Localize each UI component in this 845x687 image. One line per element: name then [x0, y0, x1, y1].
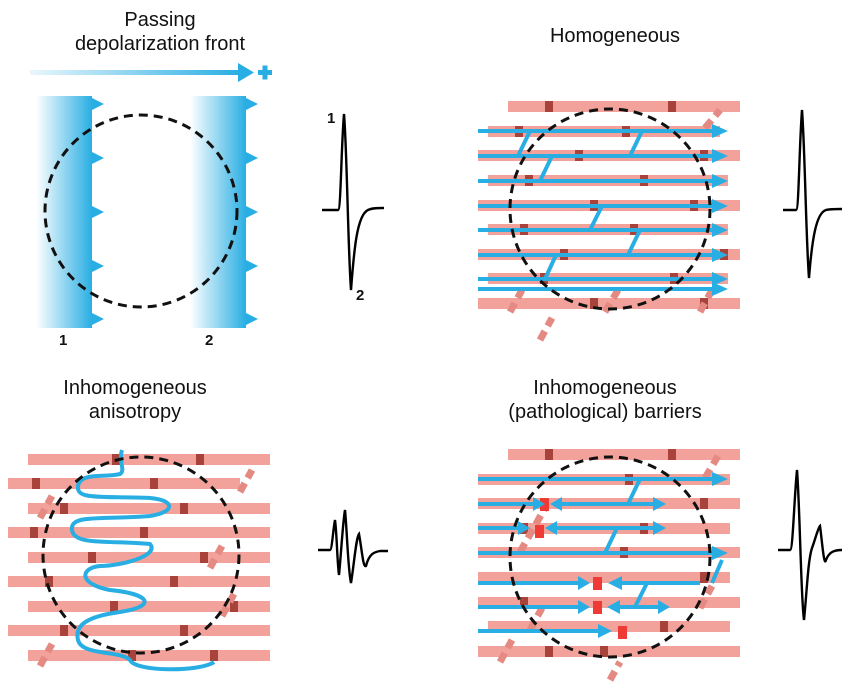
egm-trace-passing — [322, 113, 385, 291]
panel-anisotropy — [8, 449, 388, 672]
title-passing-line2: depolarization front — [74, 33, 246, 55]
title-anisotropy-line2: anisotropy — [88, 401, 182, 423]
panel-homogeneous — [478, 101, 843, 342]
recording-area-circle — [41, 455, 241, 655]
recording-area-circle — [508, 455, 712, 659]
title-barriers-line1: Inhomogeneous — [533, 377, 677, 399]
panel-passing-front: 1 2 1 2 — [30, 63, 385, 349]
barrier-blocks — [535, 498, 627, 639]
diagonal-connections — [496, 454, 722, 682]
title-pathological-barriers: Inhomogeneous (pathological) barriers — [470, 376, 740, 424]
title-homogeneous-line1: Homogeneous — [549, 25, 681, 47]
propagation-arrow-icon — [30, 63, 254, 82]
conduction-paths — [478, 124, 728, 296]
title-anisotropy-line1: Inhomogeneous — [63, 377, 207, 399]
egm-trace-barriers — [778, 469, 843, 621]
diagonal-connections — [36, 468, 256, 668]
zigzag-conduction-path — [70, 449, 216, 672]
trace-label-1: 1 — [327, 110, 335, 127]
wavefront-arrowheads — [92, 98, 258, 325]
recording-area-circle — [43, 113, 239, 309]
recording-area-circle — [508, 107, 712, 311]
egm-trace-homogeneous — [783, 109, 843, 279]
title-barriers-line2: (pathological) barriers — [508, 401, 702, 423]
title-inhomogeneous-anisotropy: Inhomogeneous anisotropy — [20, 376, 250, 424]
egm-trace-anisotropy — [318, 509, 388, 584]
conduction-paths — [478, 472, 728, 638]
plus-icon — [258, 65, 272, 80]
front-label-1: 1 — [59, 332, 67, 349]
title-passing-front: Passing depolarization front — [30, 8, 290, 56]
gap-junctions — [30, 454, 238, 661]
front-label-2: 2 — [205, 332, 213, 349]
title-passing-line1: Passing — [124, 9, 196, 31]
panel-barriers — [478, 449, 843, 682]
title-homogeneous: Homogeneous — [500, 24, 730, 48]
diagonal-connections — [506, 107, 723, 342]
trace-label-2: 2 — [356, 287, 364, 304]
fiber-strands — [8, 454, 270, 661]
